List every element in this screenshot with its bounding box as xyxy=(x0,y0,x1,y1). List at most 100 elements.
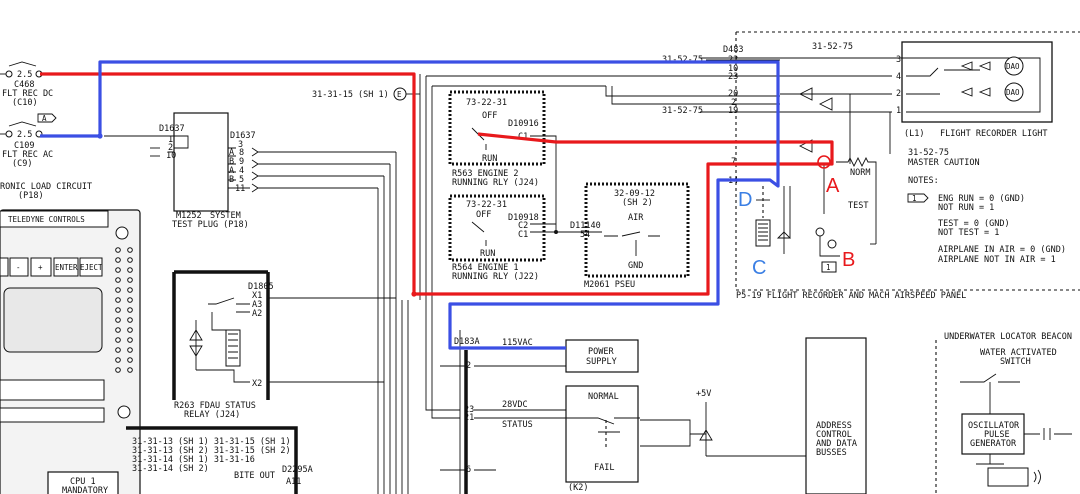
k2-relay-box xyxy=(565,385,639,483)
svg-text:A11: A11 xyxy=(286,477,301,487)
d483-pins: 22 10 23 20 2 19 7 14 xyxy=(728,55,738,186)
svg-text:D2295A: D2295A xyxy=(282,465,313,475)
svg-text:D10918: D10918 xyxy=(508,213,539,223)
c468-loc: (C10) xyxy=(12,98,38,108)
svg-text:73-22-31: 73-22-31 xyxy=(466,98,507,108)
svg-text:31-31-13 (SH 2) 31-31-15 (SH: 31-31-13 (SH 2) 31-31-15 (SH 2) xyxy=(132,446,291,456)
svg-text:3: 3 xyxy=(896,55,901,65)
engine-running-relays: 73-22-31 OFF D10916 C1 RUN R563 ENGINE 2… xyxy=(448,90,602,282)
c468-label: FLT REC DC xyxy=(2,89,53,99)
svg-text:NOT TEST = 1: NOT TEST = 1 xyxy=(938,228,999,238)
svg-text:PULSE: PULSE xyxy=(984,430,1010,440)
power-supply-box xyxy=(565,339,639,373)
blue-highlight-path xyxy=(40,60,780,350)
svg-text:1: 1 xyxy=(896,106,901,116)
marker-b: B xyxy=(842,249,855,271)
svg-text:C1: C1 xyxy=(518,230,528,240)
svg-text:31-31-14 (SH 1) 31-31-16: 31-31-14 (SH 1) 31-31-16 xyxy=(132,455,255,465)
load-circuit-loc: (P18) xyxy=(18,191,44,201)
svg-text:+: + xyxy=(38,263,43,272)
svg-text:SWITCH: SWITCH xyxy=(1000,357,1031,367)
svg-text:STATUS: STATUS xyxy=(502,420,533,430)
oscillator-box xyxy=(961,413,1025,455)
c109-label: FLT REC AC xyxy=(2,150,53,160)
svg-text:31-52-75: 31-52-75 xyxy=(662,106,703,116)
svg-text:RUN: RUN xyxy=(480,249,495,259)
svg-text:+5V: +5V xyxy=(696,389,711,399)
eject-key xyxy=(79,257,103,277)
svg-text:1: 1 xyxy=(912,194,917,203)
transducer xyxy=(987,467,1029,487)
marker-c: C xyxy=(752,257,766,279)
svg-text:31-31-14 (SH 2): 31-31-14 (SH 2) xyxy=(132,464,209,474)
svg-text:RUN: RUN xyxy=(482,154,497,164)
svg-text:RUNNING RLY (J22): RUNNING RLY (J22) xyxy=(452,272,539,282)
svg-text:32-09-12: 32-09-12 xyxy=(614,189,655,199)
svg-text:10: 10 xyxy=(728,64,738,74)
svg-text:10: 10 xyxy=(166,151,176,161)
pseu-module: 32-09-12 (SH 2) AIR GND M2061 PSEU xyxy=(584,182,690,290)
svg-text:OSCILLATOR: OSCILLATOR xyxy=(968,421,1020,431)
flight-recorder-light-box xyxy=(901,41,1053,123)
svg-text:B: B xyxy=(229,157,234,167)
p5-19-panel: P5-19 FLIGHT RECORDER AND MACH AIRSPEED … xyxy=(700,31,1080,301)
svg-text:1: 1 xyxy=(168,135,173,145)
svg-text:8: 8 xyxy=(239,148,244,158)
ref-31-52-75-top: 31-52-75 xyxy=(812,42,853,52)
svg-text:MASTER CAUTION: MASTER CAUTION xyxy=(908,158,980,168)
svg-text:GENERATOR: GENERATOR xyxy=(970,439,1017,449)
panel-name: P5-19 FLIGHT RECORDER AND MACH AIRSPEED … xyxy=(736,291,966,301)
circuit-breaker-c109: 2.5 C109 FLT REC AC (C9) xyxy=(0,121,53,169)
svg-text:BITE OUT: BITE OUT xyxy=(234,471,275,481)
svg-text:OFF: OFF xyxy=(476,210,491,220)
pseu-name: M2061 PSEU xyxy=(584,280,635,290)
note-a-text: A xyxy=(42,114,47,123)
minus-key xyxy=(9,257,29,277)
svg-text:23: 23 xyxy=(728,72,738,82)
svg-text:23: 23 xyxy=(464,405,474,415)
c109-rating: 2.5 xyxy=(17,130,32,140)
svg-text:20: 20 xyxy=(728,89,738,99)
test-plug-p18: D1637 1 2 10 D1637 3 A 8 B 9 A 4 B 5 11 … xyxy=(104,112,396,230)
svg-text:21: 21 xyxy=(464,413,474,423)
red-highlight-path xyxy=(40,72,834,296)
svg-text:C2: C2 xyxy=(518,221,528,231)
svg-text:NOT RUN = 1: NOT RUN = 1 xyxy=(938,203,994,213)
svg-text:DAO: DAO xyxy=(1006,88,1020,97)
svg-text:AIRPLANE IN AIR = 0 (GND): AIRPLANE IN AIR = 0 (GND) xyxy=(938,245,1066,255)
svg-text:SUPPLY: SUPPLY xyxy=(586,357,617,367)
d1637-left: D1637 xyxy=(159,124,185,134)
svg-text:115VAC: 115VAC xyxy=(502,338,533,348)
svg-text:R263 FDAU STATUS: R263 FDAU STATUS xyxy=(174,401,256,411)
svg-text:R563 ENGINE 2: R563 ENGINE 2 xyxy=(452,169,519,179)
svg-text:2: 2 xyxy=(731,98,736,108)
svg-text:BUSSES: BUSSES xyxy=(816,448,847,458)
svg-text:D1805: D1805 xyxy=(248,282,274,292)
ref-31-31-15: 31-31-15 (SH 1) xyxy=(312,90,389,100)
svg-text:2: 2 xyxy=(466,361,471,371)
svg-text:AND DATA: AND DATA xyxy=(816,439,857,449)
svg-text:M1252: M1252 xyxy=(176,211,202,221)
note-a-flag: A xyxy=(37,113,57,123)
svg-text:POWER: POWER xyxy=(588,347,614,357)
svg-text:OFF: OFF xyxy=(482,111,497,121)
svg-text:X2: X2 xyxy=(252,379,262,389)
c109-id: C109 xyxy=(14,141,34,151)
svg-text:4: 4 xyxy=(239,166,244,176)
svg-text:EJECT: EJECT xyxy=(80,263,103,272)
svg-text:31-52-75: 31-52-75 xyxy=(908,148,949,158)
svg-text:9: 9 xyxy=(239,157,244,167)
svg-text:31-31-13 (SH 1) 31-31-15 (SH: 31-31-13 (SH 1) 31-31-15 (SH 1) xyxy=(132,437,291,447)
flight-recorder-light: FLIGHT RECORDER LIGHT xyxy=(940,129,1047,139)
svg-text:NORM: NORM xyxy=(850,168,870,178)
svg-text:AIRPLANE NOT IN AIR = 1: AIRPLANE NOT IN AIR = 1 xyxy=(938,255,1056,265)
svg-text:TEST PLUG (P18): TEST PLUG (P18) xyxy=(172,220,249,230)
svg-text:TEST = 0 (GND): TEST = 0 (GND) xyxy=(938,219,1010,229)
svg-text:A2: A2 xyxy=(252,309,262,319)
svg-text:4: 4 xyxy=(896,72,901,82)
svg-text:UNDERWATER LOCATOR BEACON: UNDERWATER LOCATOR BEACON xyxy=(944,332,1072,342)
plus-key xyxy=(30,257,52,277)
svg-text:C1: C1 xyxy=(518,132,528,142)
d483-label: D483 xyxy=(723,45,743,55)
